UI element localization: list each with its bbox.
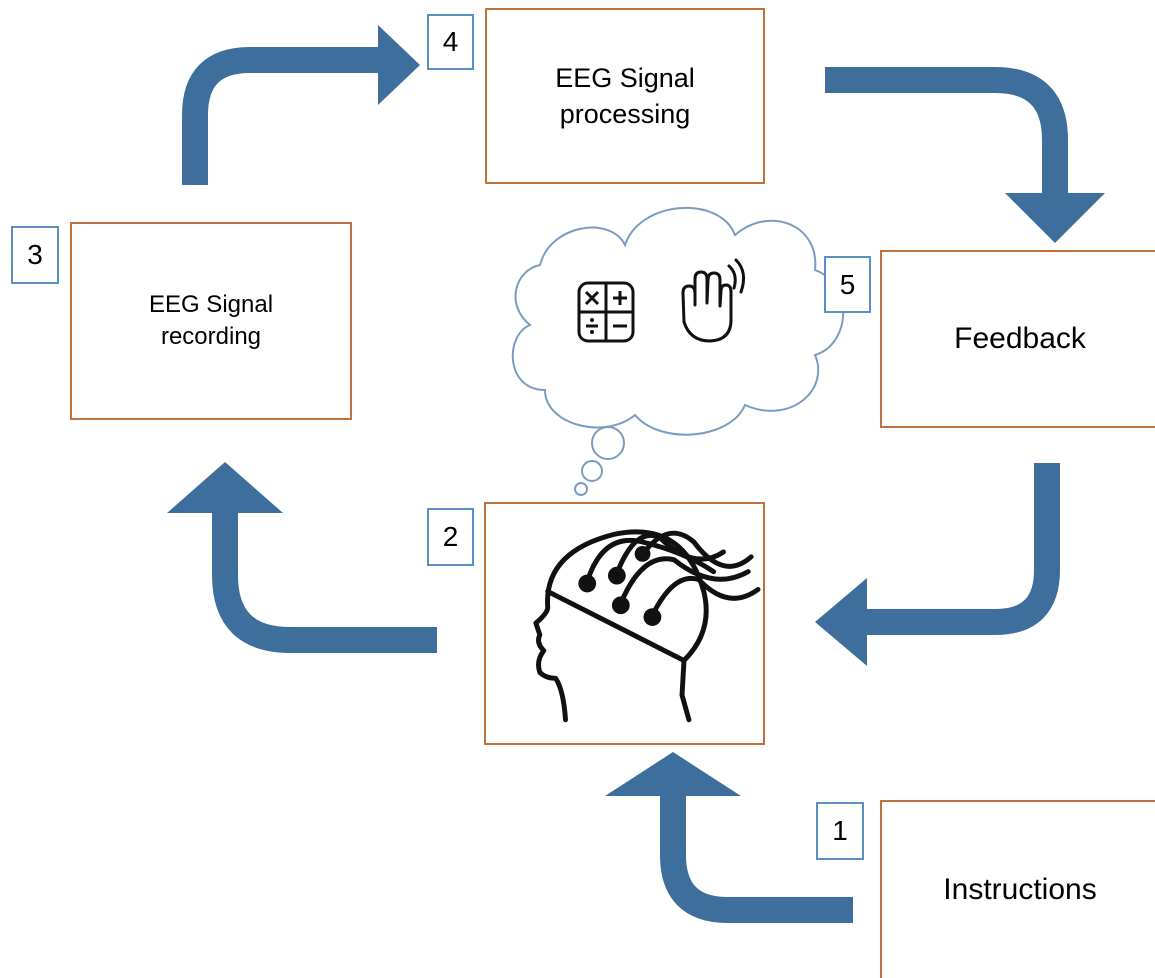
step-4-label: EEG Signal processing: [555, 62, 695, 129]
step-1-number: 1: [816, 802, 864, 860]
step-3-box: EEG Signal recording: [70, 222, 352, 420]
step-5-box: Feedback: [880, 250, 1155, 428]
step-2-number: 2: [427, 508, 474, 566]
cloud-shape: [511, 206, 845, 436]
step-3-number: 3: [11, 226, 59, 284]
step-2-box: [484, 502, 765, 745]
arrowhead-4-to-5: [1005, 193, 1105, 243]
arrowhead-3-to-4: [378, 25, 420, 105]
arrow-4-to-5: [825, 67, 1068, 195]
calculator-icon: [577, 281, 635, 343]
thought-bubble-small: [574, 482, 588, 496]
step-4-number: 4: [427, 14, 474, 70]
step-5-number: 5: [824, 256, 871, 313]
thought-bubble-large: [591, 426, 625, 460]
step-1-box: Instructions: [880, 800, 1155, 978]
eeg-head-icon: [533, 529, 761, 723]
step-4-box: EEG Signal processing: [485, 8, 765, 184]
step-1-label: Instructions: [943, 872, 1097, 906]
arrowhead-5-to-2: [815, 578, 867, 666]
step-5-label: Feedback: [954, 321, 1086, 355]
arrow-1-to-2: [660, 792, 853, 923]
thought-bubble-medium: [581, 460, 603, 482]
arrow-5-to-2: [865, 463, 1060, 635]
waving-hand-icon: [681, 258, 746, 343]
arrowhead-2-to-3: [167, 462, 283, 513]
arrow-3-to-4: [182, 47, 380, 185]
arrowhead-1-to-2: [605, 752, 741, 796]
step-3-label: EEG Signal recording: [148, 290, 274, 350]
arrow-2-to-3: [212, 510, 437, 653]
